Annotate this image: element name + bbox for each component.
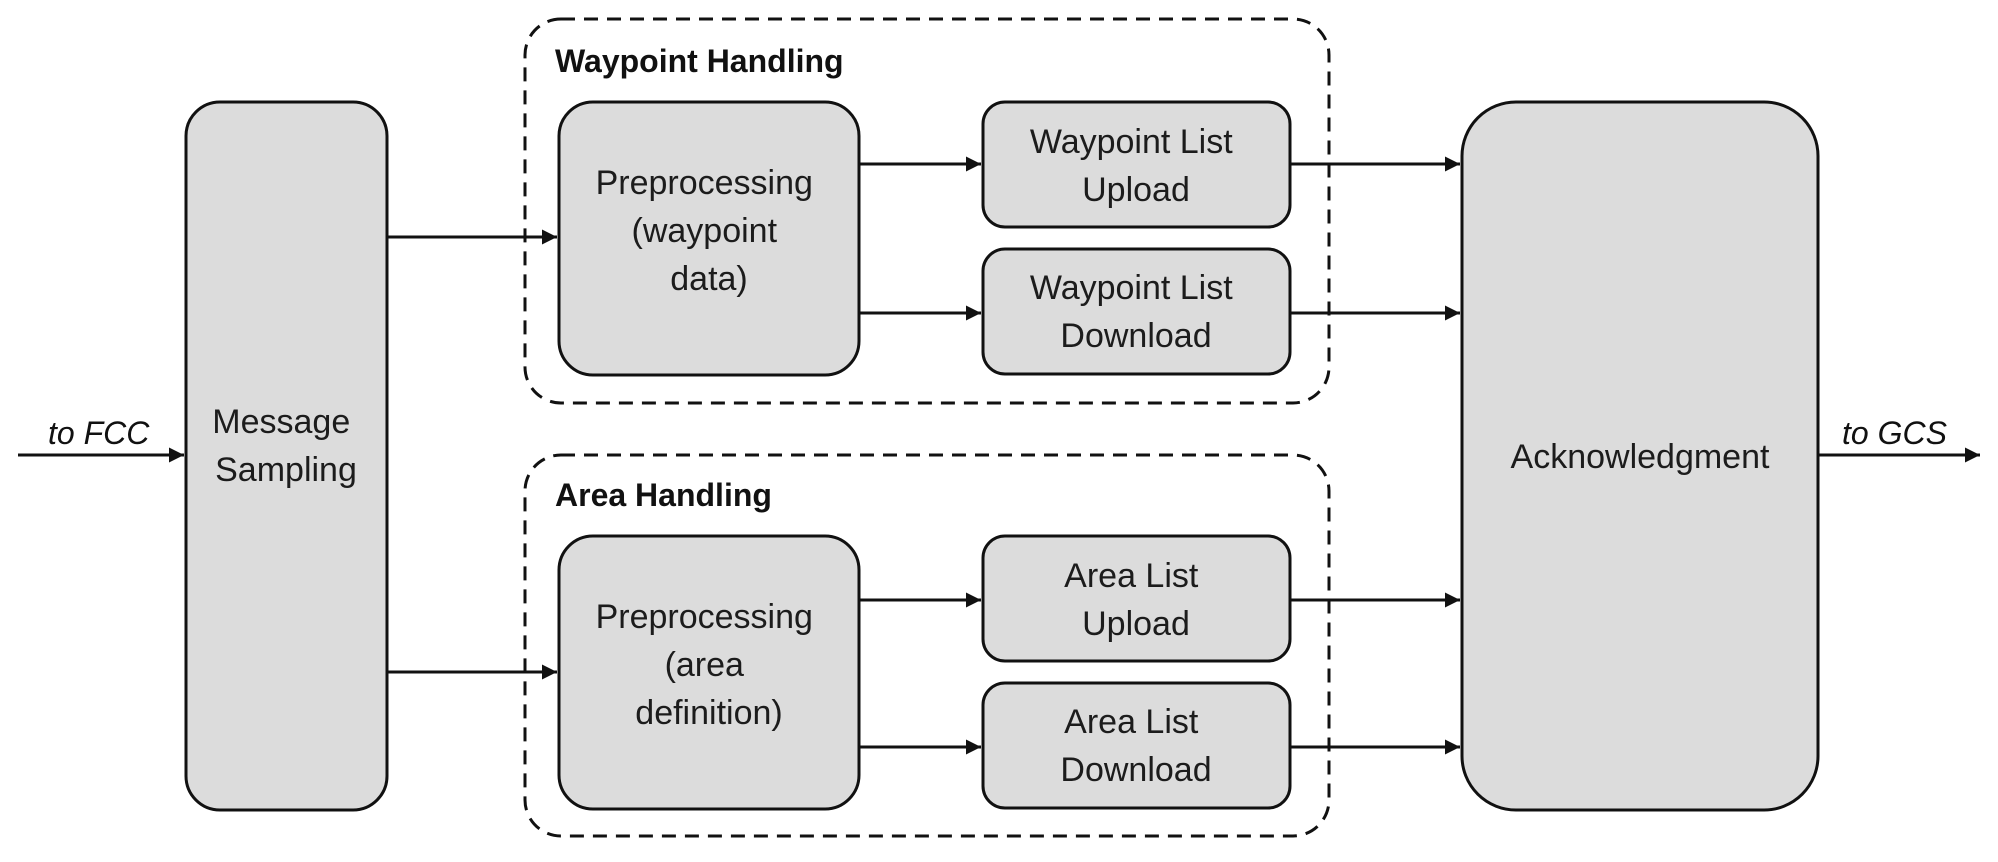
- area-list-download-label: Area List Download: [1060, 703, 1211, 789]
- output-label: to GCS: [1842, 415, 1947, 451]
- area-list-download-node: [981, 681, 1292, 810]
- preprocessing-area-label: Preprocessing (area definition): [596, 598, 823, 732]
- waypoint-list-download-label: Waypoint List Download: [1030, 269, 1242, 355]
- preprocessing-area-node: [557, 534, 861, 811]
- input-label: to FCC: [48, 415, 150, 451]
- waypoint-list-download-node: [981, 247, 1292, 376]
- area-list-upload-label: Area List Upload: [1064, 557, 1208, 643]
- preprocessing-waypoint-node: [557, 100, 861, 377]
- area-handling-title: Area Handling: [555, 477, 772, 513]
- message-sampling-node: [184, 100, 389, 812]
- preprocessing-waypoint-label: Preprocessing (waypoint data): [596, 164, 823, 298]
- waypoint-list-upload-label: Waypoint List Upload: [1030, 123, 1242, 209]
- waypoint-handling-group: [523, 17, 1331, 405]
- waypoint-handling-title: Waypoint Handling: [555, 43, 844, 79]
- area-handling-group: [523, 453, 1331, 838]
- message-sampling-label: Message Sampling: [212, 403, 359, 489]
- acknowledgment-label: Acknowledgment: [1511, 438, 1770, 476]
